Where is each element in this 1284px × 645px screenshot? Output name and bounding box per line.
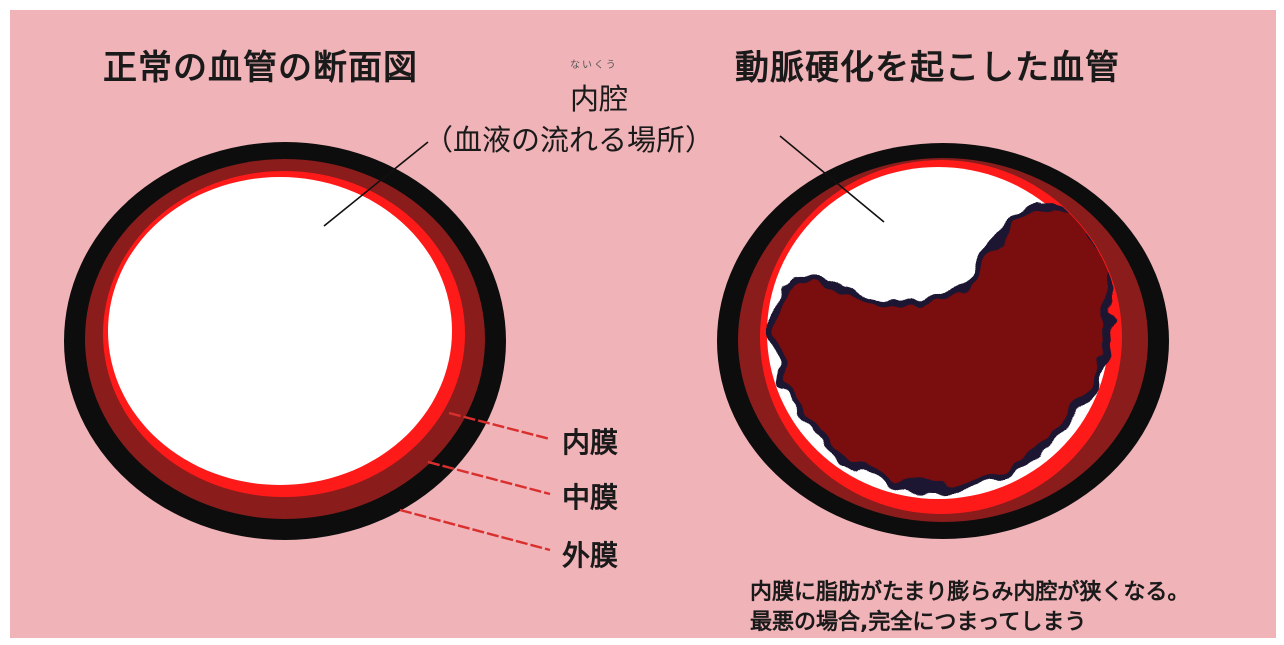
diseased-vessel-title: 動脈硬化を起こした血管: [735, 48, 1120, 88]
adventitia-label: 外膜: [562, 539, 619, 572]
adventitia-leader: [399, 508, 551, 552]
lumen-leader-left: [323, 141, 429, 227]
lumen-description: （血液の流れる場所）: [424, 123, 715, 157]
intima-label: 内膜: [562, 426, 619, 459]
lumen-leader-right: [779, 135, 885, 223]
leader-lines: [323, 135, 885, 552]
diseased-vessel: [717, 143, 1169, 539]
lumen-label: 内腔: [570, 82, 629, 116]
lumen-ruby: ないくう: [570, 60, 618, 71]
media-label: 中膜: [562, 481, 619, 514]
normal-lumen: [108, 177, 452, 485]
normal-vessel: [64, 142, 506, 540]
diseased-note-line1: 内膜に脂肪がたまり膨らみ内腔が狭くなる。: [750, 580, 1190, 605]
media-leader: [427, 460, 551, 496]
plaque: [769, 203, 1113, 491]
intima-leader: [448, 411, 551, 441]
diseased-note-line2: 最悪の場合,完全につまってしまう: [750, 610, 1087, 635]
normal-vessel-title: 正常の血管の断面図: [103, 48, 418, 88]
